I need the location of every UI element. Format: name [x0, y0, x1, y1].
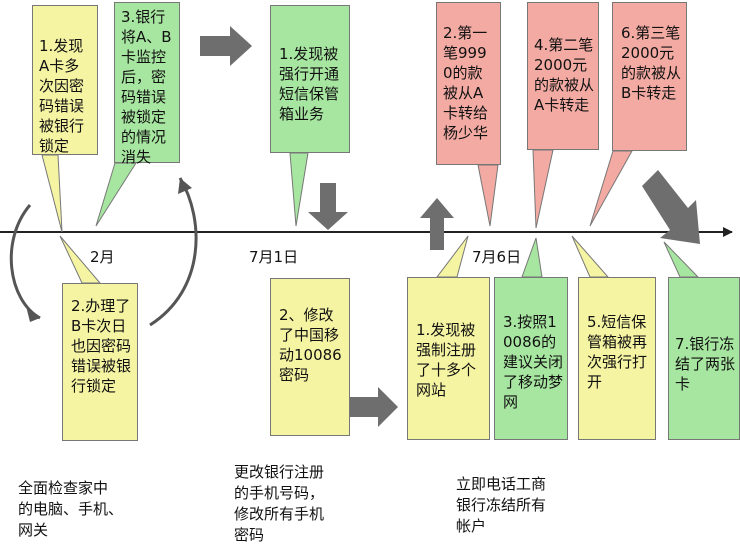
callout-text: 2、修改了中国移动10086密码	[279, 306, 342, 384]
curved-arrow-left	[9, 204, 41, 320]
callout-text: 7.银行冻结了两张卡	[675, 335, 736, 393]
tail-c4	[477, 164, 499, 227]
tail-c1	[41, 154, 63, 233]
note-check-home: 全面检查家中 的电脑、手机、 网关	[18, 479, 124, 539]
tail-c12	[663, 241, 700, 278]
callout-text: 2.第一笔9990的款被从A卡转给杨少华	[443, 24, 489, 142]
callout-c3: 1.发现被强行开通短信保管箱业务	[270, 5, 350, 153]
arrow-right-top	[200, 26, 252, 66]
tail-c3	[289, 152, 309, 227]
note-freeze-accounts: 立即电话工商 银行冻结所有 帐户	[456, 475, 547, 535]
date-jul1: 7月1日	[249, 248, 299, 266]
callout-c2: 3.银行将A、B卡监控后，密码错误被锁定的情况消失	[114, 2, 180, 166]
arrow-down-jul1	[308, 183, 348, 230]
arrow-up-jul6	[420, 198, 454, 250]
arrow-diag-right	[642, 170, 700, 244]
tail-c6	[589, 150, 633, 227]
callout-c11: 5.短信保管箱被再次强行打开	[578, 277, 656, 440]
callout-c5: 4.第二笔2000元的款被从A卡转走	[527, 2, 599, 150]
note-change-phone: 更改银行注册 的手机号码， 修改所有手机 密码	[234, 463, 325, 544]
callout-c1: 1.发现A卡多次因密码错误被银行锁定	[32, 5, 98, 155]
callout-tails	[41, 149, 700, 284]
callout-text: 1.发现被强制注册了十多个网站	[416, 321, 477, 399]
callout-c6: 6.第三笔2000元的款被从B卡转走	[612, 2, 687, 151]
callout-text: 6.第三笔2000元的款被从B卡转走	[621, 24, 682, 102]
block-arrows	[200, 26, 700, 427]
curved-arrow-right	[149, 177, 198, 327]
callout-text: 4.第二笔2000元的款被从A卡转走	[534, 36, 595, 114]
tail-c2	[95, 162, 137, 227]
tail-c5	[532, 149, 554, 229]
callout-text: 2.办理了B卡次日也因密码错误被银行锁定	[71, 297, 132, 395]
callout-c4: 2.第一笔9990的款被从A卡转给杨少华	[436, 2, 501, 165]
curved-arrows	[9, 177, 198, 327]
callout-text: 1.发现A卡多次因密码错误被银行锁定	[39, 37, 85, 155]
callout-c12: 7.银行冻结了两张卡	[668, 277, 740, 440]
date-jul6: 7月6日	[472, 248, 522, 266]
tail-c10	[521, 237, 543, 278]
callout-c10: 3.按照10086的建议关闭了移动梦网	[494, 277, 568, 440]
callout-c7: 2.办理了B卡次日也因密码错误被银行锁定	[62, 283, 138, 441]
callout-text: 1.发现被强行开通短信保管箱业务	[279, 45, 340, 123]
tail-c11	[571, 235, 610, 278]
callout-text: 3.按照10086的建议关闭了移动梦网	[503, 313, 564, 411]
date-feb: 2月	[90, 248, 115, 266]
arrow-right-bottom	[350, 387, 398, 427]
callout-c9: 1.发现被强制注册了十多个网站	[407, 277, 490, 440]
callout-text: 5.短信保管箱被再次强行打开	[587, 313, 648, 391]
callout-text: 3.银行将A、B卡监控后，密码错误被锁定的情况消失	[121, 8, 172, 166]
callout-c8: 2、修改了中国移动10086密码	[270, 278, 350, 436]
